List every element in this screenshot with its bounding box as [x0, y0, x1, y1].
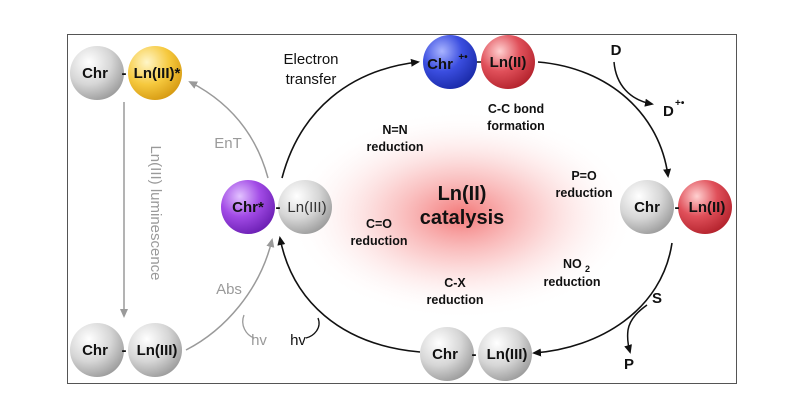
donor-ox-label: D — [663, 103, 674, 120]
reaction-po-2: reduction — [556, 186, 613, 200]
reaction-cc-1: C-C bond — [488, 102, 544, 116]
complex-top-right-label: Ln(II) — [490, 54, 527, 71]
arrow-donor — [613, 61, 654, 107]
complex-right-left-label: Chr — [634, 199, 660, 216]
chr-sphere-bottom — [420, 327, 474, 381]
reaction-co-1: C=O — [366, 217, 392, 231]
complex-excited-right-label: Ln(III) — [287, 199, 326, 216]
central-glow — [287, 110, 637, 320]
arrow-bottom-to-excited — [277, 236, 421, 353]
donor-ox-sup: +• — [675, 98, 685, 109]
complex-excited-dash: - — [276, 199, 281, 216]
chr-sphere-bottom-left — [70, 323, 124, 377]
complex-bottom-right-label: Ln(III) — [487, 346, 528, 363]
reaction-no2-sub: 2 — [585, 264, 590, 274]
reaction-no2-1: NO — [563, 257, 582, 271]
chr-sphere-right — [620, 180, 674, 234]
hv-black-label: hv — [290, 332, 306, 349]
reaction-no2-2: reduction — [544, 275, 601, 289]
complex-bottom-dash: - — [472, 346, 477, 363]
diagram-frame — [67, 34, 737, 384]
donor-label: D — [611, 42, 622, 59]
arrow-ent — [188, 81, 269, 179]
complex-top-left-left-label: Chr — [82, 65, 108, 82]
arrow-right-to-bottom — [532, 242, 673, 357]
chr-excited-sphere — [221, 180, 275, 234]
complex-top-left-label: Chr — [427, 56, 453, 73]
complex-bottom-left-right-label: Ln(III) — [137, 342, 178, 359]
ln-ii-sphere-right — [678, 180, 732, 234]
abs-label: Abs — [216, 281, 242, 298]
center-title-line2: catalysis — [420, 207, 505, 229]
hv-gray-label: hv — [251, 332, 267, 349]
complex-right-right-label: Ln(II) — [689, 199, 726, 216]
chr-radical-cation-sphere — [423, 35, 477, 89]
arrow-hv-black — [305, 317, 320, 339]
electron-transfer-line2: transfer — [286, 71, 337, 88]
arrow-electron-transfer — [281, 58, 420, 179]
complex-top-left-dash: - — [122, 65, 127, 82]
complex-top-left-sup: +• — [458, 52, 468, 63]
luminescence-label: Ln(III) luminescence — [147, 145, 164, 280]
ent-label: EnT — [214, 135, 242, 152]
product-label: P — [624, 356, 634, 373]
reaction-nn-2: reduction — [367, 140, 424, 154]
reaction-cx-1: C-X — [444, 276, 466, 290]
reaction-po-1: P=O — [571, 169, 597, 183]
complex-right-dash: - — [675, 199, 680, 216]
chr-sphere-top-left — [70, 46, 124, 100]
arrow-substrate — [624, 304, 648, 354]
center-title-line1: Ln(II) — [438, 183, 487, 205]
ln-iii-sphere-bottom-left — [128, 323, 182, 377]
ln-ii-sphere — [481, 35, 535, 89]
arrow-abs — [185, 238, 275, 351]
complex-excited-left-label: Chr* — [232, 199, 264, 216]
arrow-top-to-right — [537, 61, 672, 178]
complex-top-left: Chr - Ln(III)* — [70, 46, 182, 100]
reaction-nn-1: N=N — [382, 123, 407, 137]
complex-bottom-left-dash: - — [122, 342, 127, 359]
complex-bottom-left-label: Chr — [432, 346, 458, 363]
ln-iii-excited-sphere — [128, 46, 182, 100]
complex-excited: Chr* - Ln(III) — [221, 180, 332, 234]
complex-bottom-left: Chr - Ln(III) — [70, 323, 182, 377]
ln-iii-sphere-excited — [278, 180, 332, 234]
complex-top-left-right-label: Ln(III)* — [134, 65, 181, 82]
reaction-cx-2: reduction — [427, 293, 484, 307]
complex-top: Chr +• Ln(II) — [423, 35, 535, 89]
complex-bottom-left-left-label: Chr — [82, 342, 108, 359]
reaction-co-2: reduction — [351, 234, 408, 248]
ln-iii-sphere-bottom — [478, 327, 532, 381]
arrow-hv-gray — [242, 314, 255, 339]
complex-bottom: Chr - Ln(III) — [420, 327, 532, 381]
complex-right: Chr - Ln(II) — [620, 180, 732, 234]
reaction-cc-2: formation — [487, 119, 545, 133]
electron-transfer-line1: Electron — [283, 51, 338, 68]
substrate-label: S — [652, 290, 662, 307]
